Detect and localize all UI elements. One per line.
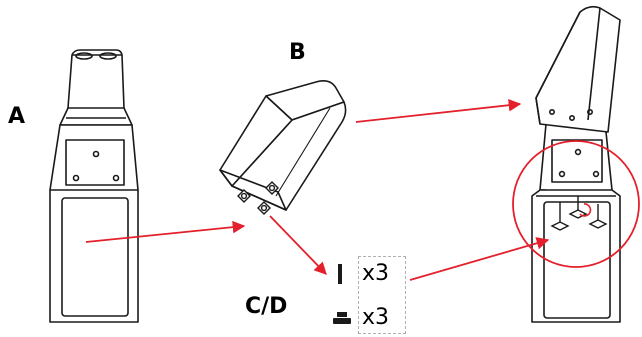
label-a: A xyxy=(8,104,26,129)
screw-icon xyxy=(338,264,342,284)
screw-quantity: x3 xyxy=(362,261,390,286)
unit-a-pedestal xyxy=(49,49,139,323)
arrow-a-to-b xyxy=(85,220,246,243)
assembly-arrows xyxy=(85,98,550,281)
detail-highlight-circle xyxy=(512,140,640,268)
label-b: B xyxy=(289,40,306,65)
arrow-b-to-parts xyxy=(269,215,327,275)
unit-b-top-box xyxy=(219,80,347,211)
unit-c-bolts xyxy=(550,196,608,231)
unit-b-knobs xyxy=(237,181,279,215)
label-cd: C/D xyxy=(245,294,288,319)
knob-icon xyxy=(333,312,351,324)
unit-c-assembled xyxy=(531,5,621,323)
knob-quantity: x3 xyxy=(362,305,390,330)
parts-box xyxy=(358,256,406,334)
arrow-parts-to-c xyxy=(409,237,550,281)
arrow-b-to-c xyxy=(355,98,522,123)
